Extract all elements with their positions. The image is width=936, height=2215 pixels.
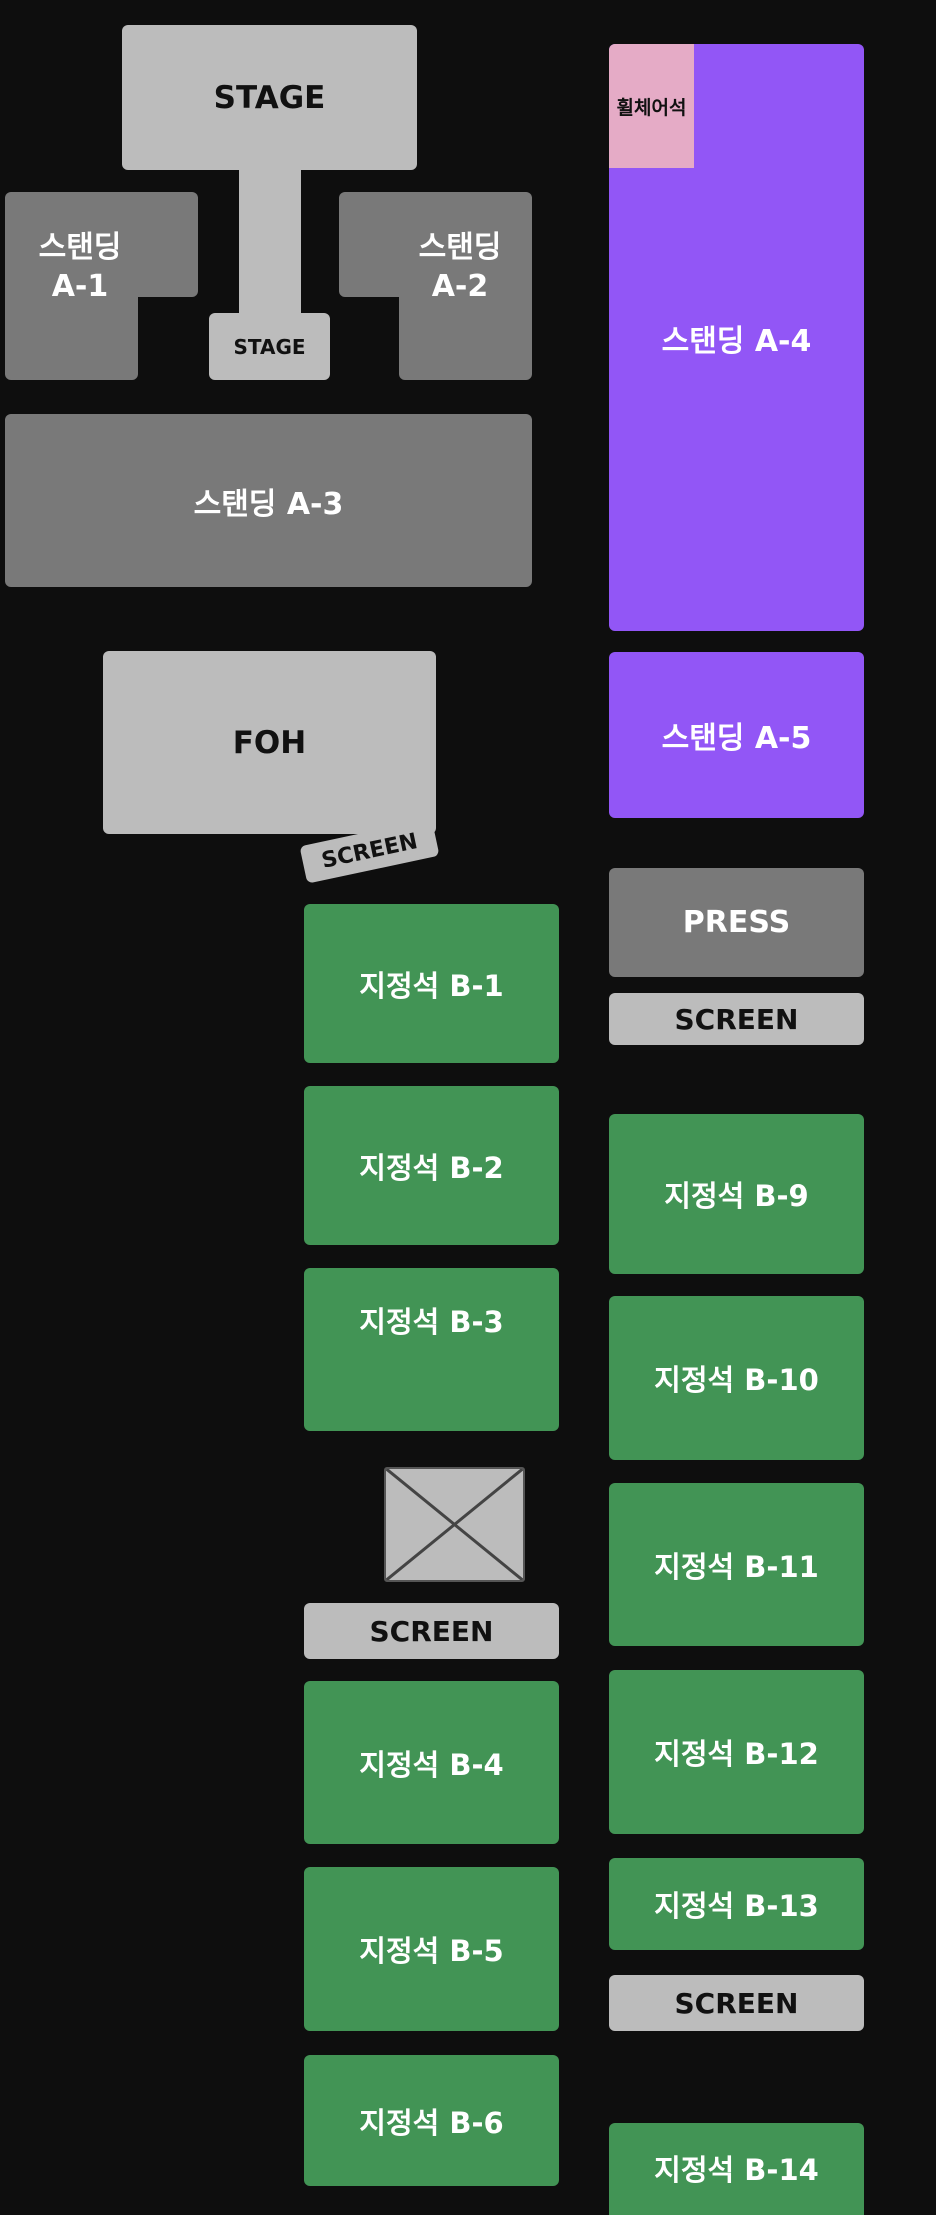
reserved-b14[interactable]: 지정석 B-14 xyxy=(609,2123,864,2215)
stage-runway xyxy=(239,160,301,325)
standing-a1-line2: A-1 xyxy=(51,269,109,304)
reserved-b5[interactable]: 지정석 B-5 xyxy=(304,1867,559,2031)
standing-a1-bottom[interactable] xyxy=(5,285,138,380)
standing-a5[interactable]: 스탠딩 A-5 xyxy=(609,652,864,818)
screen-right-bottom: SCREEN xyxy=(609,1975,864,2031)
x-mark-icon xyxy=(386,1469,523,1580)
reserved-b9[interactable]: 지정석 B-9 xyxy=(609,1114,864,1274)
wheelchair-seats[interactable]: 휠체어석 xyxy=(609,44,694,168)
reserved-b12[interactable]: 지정석 B-12 xyxy=(609,1670,864,1834)
reserved-b4[interactable]: 지정석 B-4 xyxy=(304,1681,559,1844)
screen-right-top: SCREEN xyxy=(609,993,864,1045)
reserved-b1[interactable]: 지정석 B-1 xyxy=(304,904,559,1063)
reserved-b6[interactable]: 지정석 B-6 xyxy=(304,2055,559,2186)
reserved-b13[interactable]: 지정석 B-13 xyxy=(609,1858,864,1950)
stage-main: STAGE xyxy=(122,25,417,170)
standing-a1-label: 스탠딩 A-1 xyxy=(20,228,140,306)
foh: FOH xyxy=(103,651,436,834)
standing-a1-line1: 스탠딩 xyxy=(38,230,122,265)
blocked-area xyxy=(384,1467,525,1582)
reserved-b2[interactable]: 지정석 B-2 xyxy=(304,1086,559,1245)
reserved-b10[interactable]: 지정석 B-10 xyxy=(609,1296,864,1460)
stage-small: STAGE xyxy=(209,313,330,380)
press-area: PRESS xyxy=(609,868,864,977)
standing-a3[interactable]: 스탠딩 A-3 xyxy=(5,414,532,587)
standing-a2-bottom[interactable] xyxy=(399,285,532,380)
standing-a2-top[interactable] xyxy=(339,192,532,297)
standing-a1-top[interactable] xyxy=(5,192,198,297)
reserved-b3[interactable]: 지정석 B-3 xyxy=(304,1268,559,1431)
standing-a2-line1: 스탠딩 xyxy=(418,230,502,265)
reserved-b11[interactable]: 지정석 B-11 xyxy=(609,1483,864,1646)
screen-left: SCREEN xyxy=(304,1603,559,1659)
standing-a2-line2: A-2 xyxy=(431,269,489,304)
standing-a2-label: 스탠딩 A-2 xyxy=(400,228,520,306)
